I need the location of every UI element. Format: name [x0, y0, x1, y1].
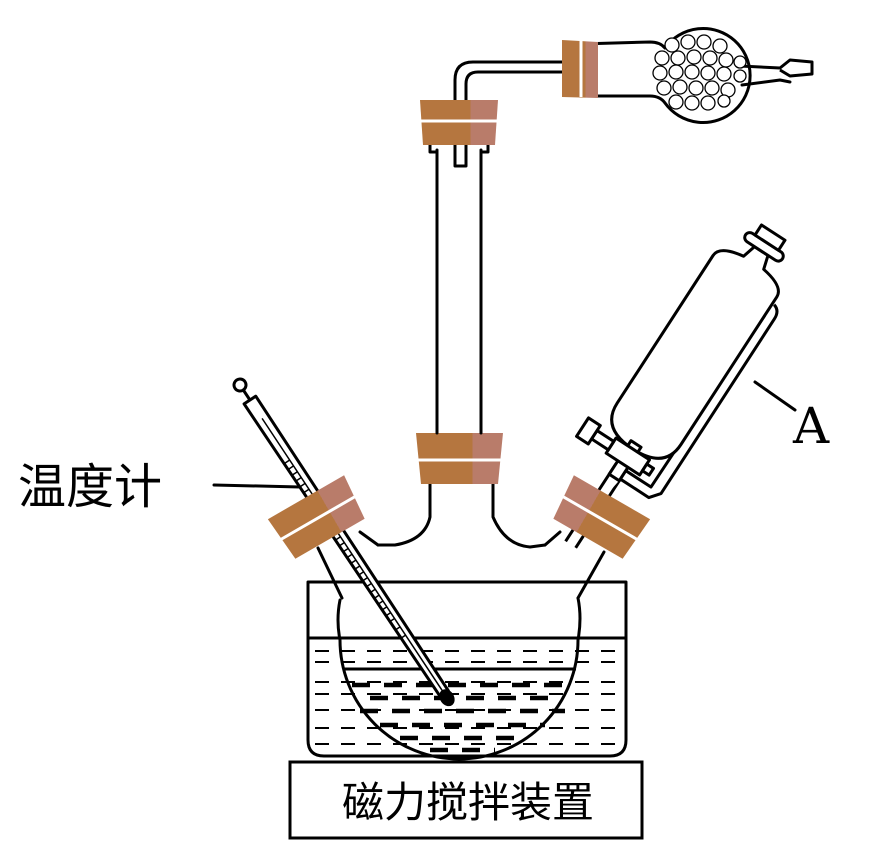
stirrer-label: 磁力搅拌装置 — [342, 778, 594, 827]
funnel-label: A — [792, 397, 830, 455]
desiccant-granules — [652, 34, 747, 111]
drying-tube — [562, 27, 814, 124]
top-stopper — [420, 100, 498, 145]
thermometer — [232, 377, 455, 707]
thermometer-leader-line — [212, 483, 302, 489]
dropping-funnel — [564, 223, 787, 549]
funnel-leader-line — [753, 380, 797, 412]
right-stopper — [553, 475, 651, 559]
thermometer-label: 温度计 — [18, 459, 162, 515]
water-bath — [306, 580, 628, 758]
three-neck-flask — [316, 482, 606, 761]
liquid-dashes — [352, 682, 570, 753]
vertical-tube — [428, 143, 490, 435]
magnetic-stirrer: 磁力搅拌装置 — [288, 760, 644, 840]
center-stopper — [416, 433, 503, 484]
left-stopper — [267, 475, 365, 559]
